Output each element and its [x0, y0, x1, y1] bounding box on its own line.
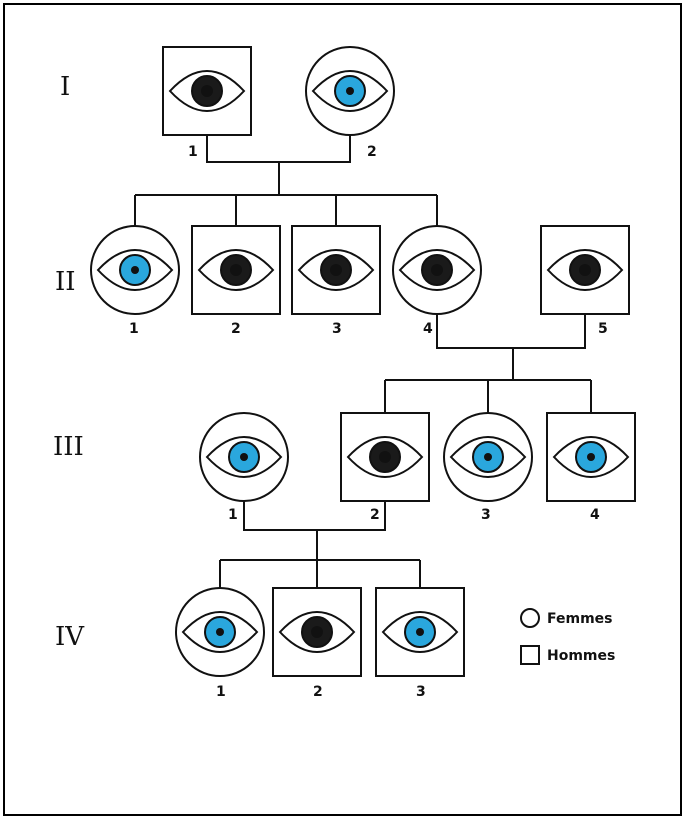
pupil-icon [431, 264, 443, 276]
legend-male-label: Hommes [547, 648, 615, 664]
individual-II-3: 3 [291, 225, 381, 337]
individual-II-1: 1 [90, 225, 180, 337]
individual-number-label: 2 [313, 684, 323, 700]
pupil-icon [201, 85, 213, 97]
pupil-icon [230, 264, 242, 276]
mating-line-III [243, 499, 386, 531]
generation-label-III: III [53, 432, 84, 462]
individual-II-2: 2 [191, 225, 281, 337]
pupil-icon [416, 628, 424, 636]
individuals: 1 2 1 2 3 4 5 1 2 3 4 1 2 3 [90, 46, 636, 700]
individual-I-1: 1 [162, 46, 252, 160]
individual-III-2: 2 [340, 412, 430, 523]
family-lines [134, 135, 592, 590]
legend-male-symbol [520, 645, 540, 665]
individual-IV-1: 1 [175, 587, 265, 700]
individual-III-3: 3 [443, 412, 533, 523]
mating-line-II [436, 310, 586, 349]
legend-female-label: Femmes [547, 611, 613, 627]
individual-number-label: 3 [481, 507, 491, 523]
individual-IV-2: 2 [272, 587, 362, 700]
legend: Femmes Hommes [520, 608, 615, 665]
figure-frame: I II III IV 1 2 1 2 3 4 5 1 2 [3, 3, 682, 816]
individual-IV-3: 3 [375, 587, 465, 700]
mating-line-I [206, 135, 351, 163]
individual-number-label: 3 [416, 684, 426, 700]
legend-female-symbol [520, 608, 540, 628]
pupil-icon [240, 453, 248, 461]
individual-II-4: 4 [392, 225, 482, 337]
individual-II-5: 5 [540, 225, 630, 337]
individual-III-4: 4 [546, 412, 636, 523]
individual-number-label: 4 [590, 507, 600, 523]
individual-number-label: 1 [129, 321, 139, 337]
pupil-icon [579, 264, 591, 276]
pedigree-chart: I II III IV 1 2 1 2 3 4 5 1 2 [53, 46, 636, 700]
individual-number-label: 1 [188, 144, 198, 160]
individual-number-label: 1 [228, 507, 238, 523]
generation-label-II: II [55, 267, 76, 297]
individual-III-1: 1 [199, 412, 289, 523]
pupil-icon [330, 264, 342, 276]
individual-number-label: 5 [598, 321, 608, 337]
pupil-icon [216, 628, 224, 636]
individual-number-label: 1 [216, 684, 226, 700]
pupil-icon [346, 87, 354, 95]
generation-label-I: I [60, 72, 70, 102]
pupil-icon [587, 453, 595, 461]
individual-number-label: 2 [231, 321, 241, 337]
individual-number-label: 2 [370, 507, 380, 523]
individual-I-2: 2 [305, 46, 395, 160]
individual-number-label: 4 [423, 321, 433, 337]
pupil-icon [311, 626, 323, 638]
pupil-icon [484, 453, 492, 461]
pupil-icon [379, 451, 391, 463]
individual-number-label: 3 [332, 321, 342, 337]
individual-number-label: 2 [367, 144, 377, 160]
pupil-icon [131, 266, 139, 274]
generation-label-IV: IV [55, 622, 85, 652]
